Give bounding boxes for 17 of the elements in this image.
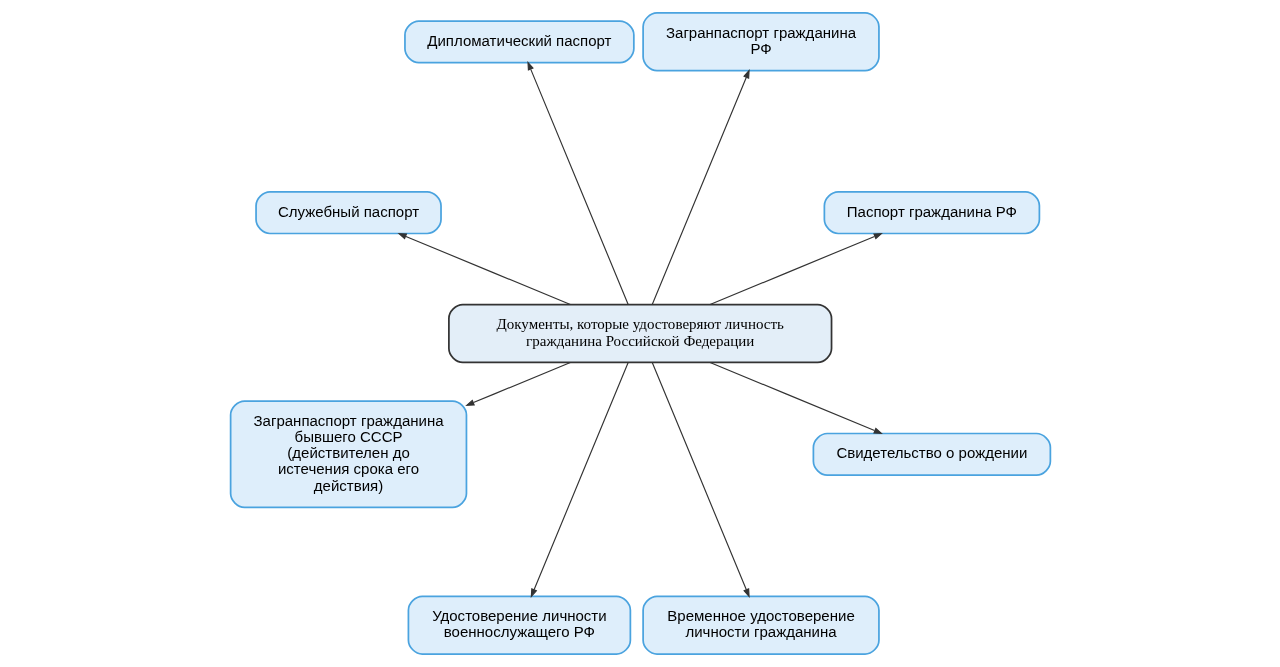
node-box: Удостоверение личности военнослужащего РФ bbox=[407, 595, 631, 655]
arrow bbox=[397, 232, 571, 306]
arrow bbox=[464, 361, 571, 406]
node-box: Свидетельство о рождении bbox=[812, 432, 1051, 476]
node-box: Загранпаспорт гражданина бывшего СССР (действителен до истечения срока его действия) bbox=[229, 400, 467, 509]
arrow bbox=[651, 361, 750, 598]
node-box: Временное удостоверение личности гражданина bbox=[641, 595, 880, 655]
arrow bbox=[530, 361, 629, 598]
arrow bbox=[526, 61, 629, 306]
node-box: Загранпаспорт гражданина РФ bbox=[641, 12, 880, 72]
arrow bbox=[651, 69, 750, 306]
node-box: Документы, которые удостоверяют личность гражданина Российской Федерации bbox=[447, 303, 832, 364]
arrow bbox=[709, 361, 883, 435]
node-box: Служебный паспорт bbox=[254, 191, 442, 235]
arrow bbox=[709, 232, 883, 306]
node-box: Дипломатический паспорт bbox=[403, 20, 635, 64]
node-box: Паспорт гражданина РФ bbox=[823, 191, 1040, 235]
